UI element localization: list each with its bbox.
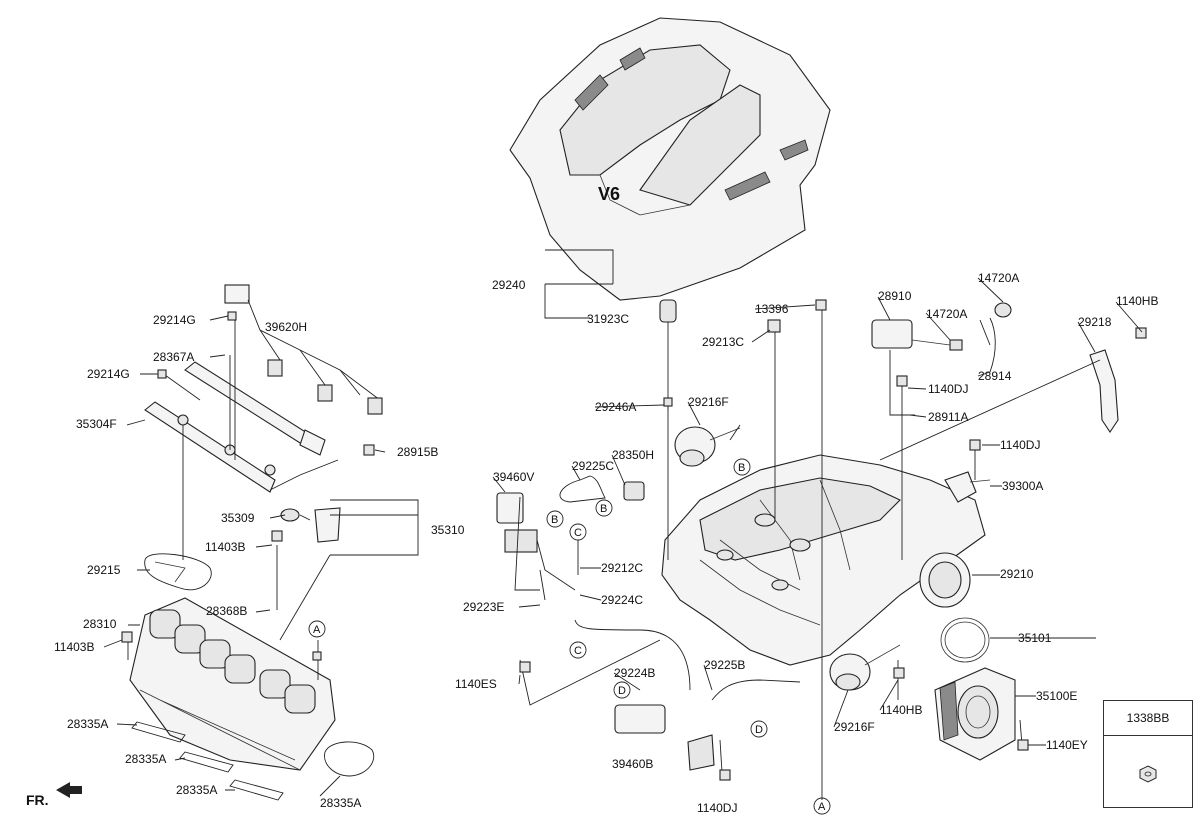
part-label: 29223E [463, 600, 504, 614]
svg-text:C: C [574, 527, 582, 539]
callout-c-1: C [569, 523, 587, 541]
sensor-28910 [871, 302, 1012, 373]
callout-a-1: A [308, 620, 326, 638]
callout-a-2: A [813, 797, 831, 815]
front-direction: FR. [26, 782, 82, 808]
gasket-29215 [144, 553, 212, 591]
part-labels: 29240 31923C 13396 29213C 28910 14720A 1… [54, 271, 1158, 815]
part-label: 28368B [206, 604, 247, 618]
part-label: 1140HB [880, 703, 922, 717]
part-label: 28310 [83, 617, 117, 631]
part-label: 28335A [176, 783, 217, 797]
part-label: 13396 [755, 302, 789, 316]
part-label: 31923C [587, 312, 629, 326]
part-label: 29224C [601, 593, 643, 607]
part-label: 28335A [125, 752, 166, 766]
part-label: 29218 [1078, 315, 1112, 329]
part-label: 35304F [76, 417, 117, 431]
part-label: 29216F [688, 395, 729, 409]
solenoid-valve-lower [614, 704, 715, 771]
svg-text:B: B [551, 514, 558, 526]
part-label: 35309 [221, 511, 255, 525]
part-label: 29214G [87, 367, 130, 381]
part-label: 1140DJ [928, 382, 968, 396]
part-label: 14720A [978, 271, 1019, 285]
part-label: 28915B [397, 445, 438, 459]
part-label: 35310 [431, 523, 465, 537]
part-label: 29210 [1000, 567, 1034, 581]
port-gaskets [131, 721, 375, 801]
vacuum-hoses [539, 475, 801, 701]
svg-text:V6: V6 [598, 184, 620, 204]
svg-text:B: B [600, 503, 607, 515]
part-label: 11403B [205, 540, 245, 554]
callout-d-2: D [750, 720, 768, 738]
part-label: 29246A [595, 400, 636, 414]
part-label: 29212C [601, 561, 643, 575]
intake-manifold [661, 454, 986, 666]
part-label: 39460V [493, 470, 534, 484]
part-label: 1140ES [455, 677, 497, 691]
part-label: 28910 [878, 289, 912, 303]
part-label: 28335A [320, 796, 361, 810]
svg-text:B: B [738, 462, 745, 474]
part-label: 1140DJ [1000, 438, 1040, 452]
engine-cover: V6 [509, 17, 831, 301]
solenoid-valve-upper [496, 492, 538, 553]
bolt-icons [121, 299, 1147, 781]
part-label: 28367A [153, 350, 194, 364]
part-label: 39620H [265, 320, 307, 334]
part-label: 1140EY [1046, 738, 1088, 752]
svg-text:D: D [755, 724, 763, 736]
part-label: 28914 [978, 369, 1012, 383]
callout-c-2: C [569, 641, 587, 659]
part-label: 1140DJ [697, 801, 737, 815]
part-label: 29214G [153, 313, 196, 327]
part-label: 29225B [704, 658, 745, 672]
nut-icon [1139, 765, 1157, 783]
label-ticks [103, 277, 1143, 797]
part-label: 35100E [1036, 689, 1077, 703]
svg-text:A: A [313, 624, 321, 636]
fuel-rail [144, 361, 341, 543]
part-label: 28350H [612, 448, 654, 462]
legend-body [1104, 736, 1192, 808]
part-label: 29213C [702, 335, 744, 349]
part-label: 39300A [1002, 479, 1043, 493]
part-label: 28911A [928, 410, 968, 424]
callout-b-1: B [733, 458, 751, 476]
callout-b-2: B [546, 510, 564, 528]
front-arrow-icon [56, 782, 82, 798]
actuator-valve-lower [829, 644, 901, 691]
callout-b-3: B [595, 499, 613, 517]
svg-text:A: A [818, 801, 826, 813]
part-label: 1140HB [1116, 294, 1158, 308]
part-label: 11403B [54, 640, 94, 654]
bracket-29218 [1089, 349, 1119, 433]
part-label: 29215 [87, 563, 121, 577]
legend-part-number: 1338BB [1104, 701, 1192, 736]
front-label: FR. [26, 792, 49, 808]
part-label: 14720A [926, 307, 967, 321]
part-label: 29225C [572, 459, 614, 473]
throttle-body [919, 552, 1016, 761]
callout-d-1: D [613, 681, 631, 699]
svg-text:C: C [574, 645, 582, 657]
callout-group: A A B B B C C D D [308, 458, 831, 815]
lower-intake-manifold [129, 597, 336, 771]
wiring-harness [224, 284, 383, 491]
part-label: 28335A [67, 717, 108, 731]
part-label: 29224B [614, 666, 655, 680]
part-label: 29240 [492, 278, 526, 292]
part-label: 39460B [612, 757, 653, 771]
actuator-valve-upper [674, 426, 741, 467]
part-label: 29216F [834, 720, 875, 734]
svg-text:D: D [618, 685, 626, 697]
legend-box: 1338BB [1103, 700, 1193, 808]
map-sensor [944, 471, 991, 503]
